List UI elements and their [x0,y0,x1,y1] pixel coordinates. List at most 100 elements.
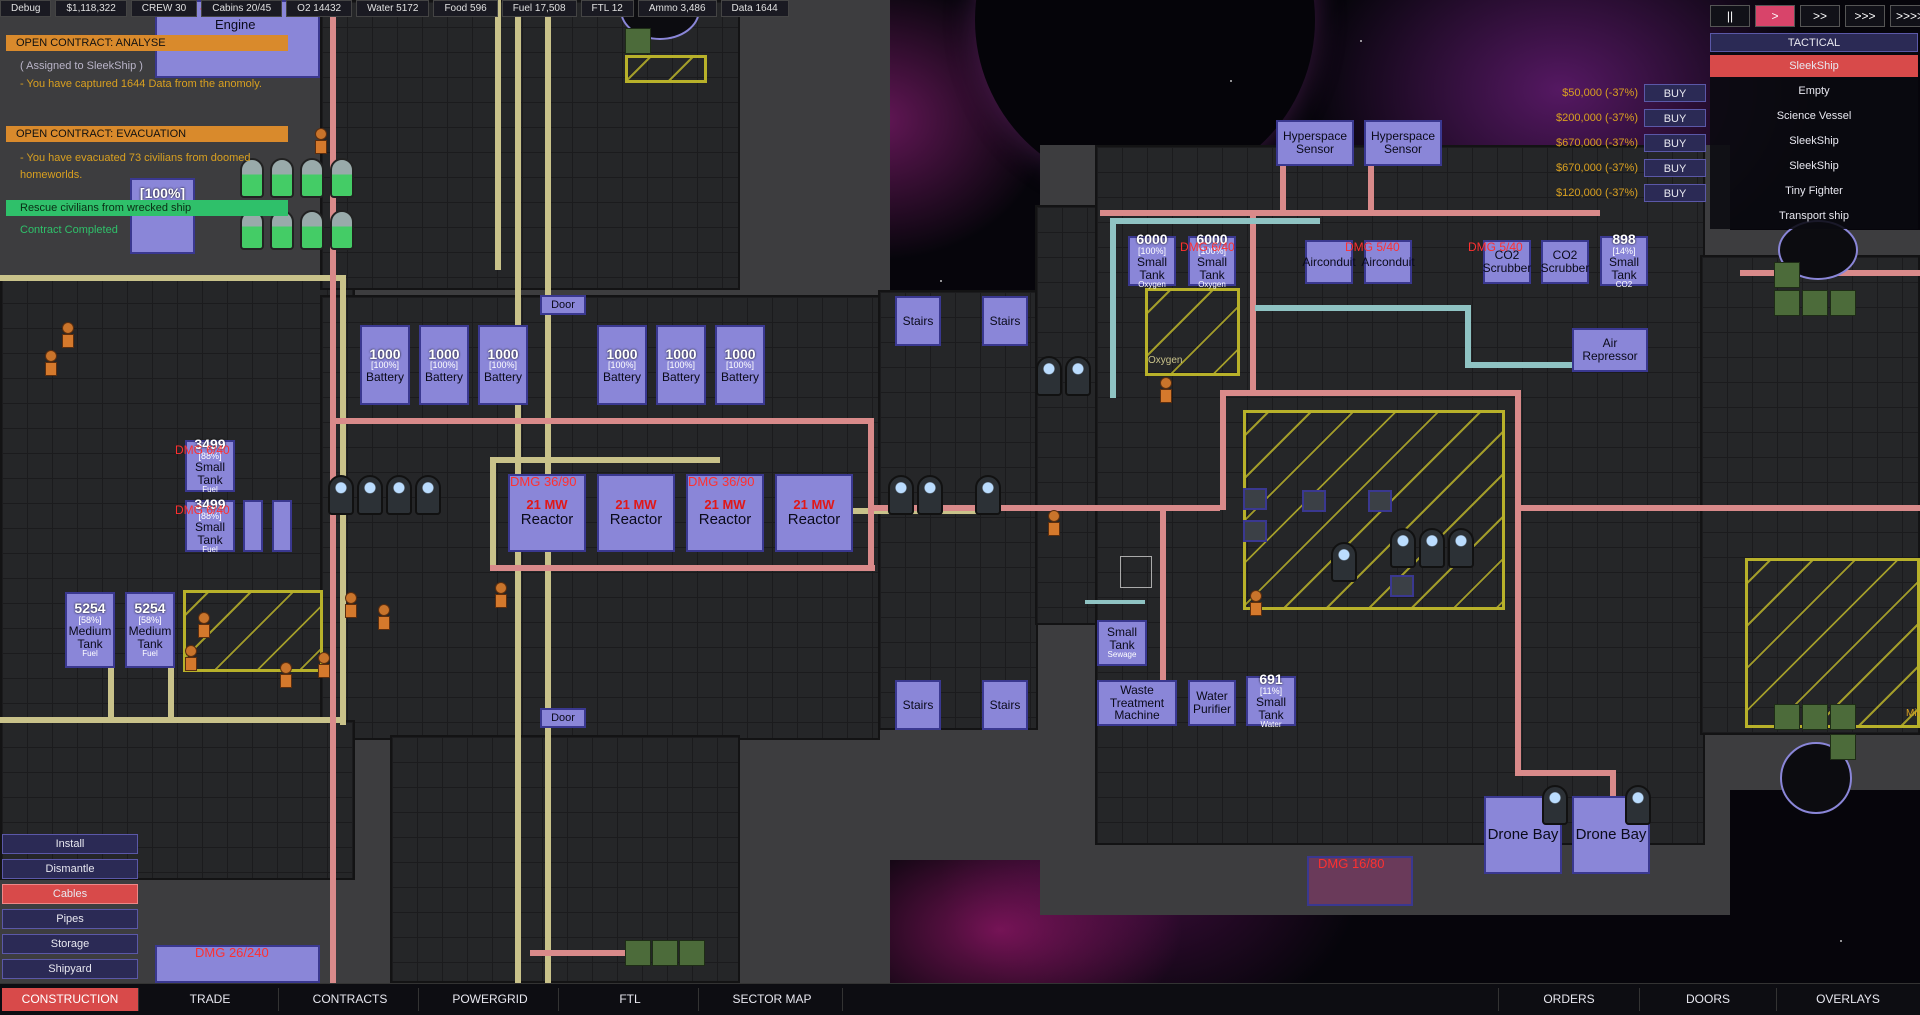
turret[interactable] [1065,356,1091,396]
storage-crate[interactable] [1830,290,1856,316]
turret[interactable] [917,475,943,515]
speed-3-button[interactable]: >>> [1845,5,1885,27]
tab-doors[interactable]: DOORS [1640,988,1777,1011]
buy-button[interactable]: BUY [1644,84,1706,102]
storage-hatch[interactable] [1145,288,1240,376]
cryo-pod[interactable] [270,210,294,250]
computer-terminal[interactable] [1302,490,1326,512]
storage-hatch[interactable] [625,55,707,83]
stairs[interactable]: Stairs [982,296,1028,346]
contract-header[interactable]: Rescue civilians from wrecked ship [6,200,288,216]
cryo-pod[interactable] [330,210,354,250]
tactical-item[interactable]: Tiny Fighter [1785,185,1843,197]
computer-terminal[interactable] [1243,520,1267,542]
storage-button[interactable]: Storage [2,934,138,954]
tactical-item[interactable]: Transport ship [1779,210,1849,222]
stairs[interactable]: Stairs [895,680,941,730]
storage-crate[interactable] [679,940,705,966]
cryo-pod[interactable] [330,158,354,198]
turret[interactable] [1419,528,1445,568]
battery[interactable]: 1000 [100%] Battery [478,325,528,405]
computer-terminal[interactable] [1390,575,1414,597]
cryo-pod[interactable] [240,210,264,250]
cables-button[interactable]: Cables [2,884,138,904]
tab-construction[interactable]: CONSTRUCTION [2,988,139,1011]
buy-button[interactable]: BUY [1644,184,1706,202]
crew-member[interactable] [495,582,507,608]
tab-sector-map[interactable]: SECTOR MAP [702,988,843,1011]
dismantle-button[interactable]: Dismantle [2,859,138,879]
tab-trade[interactable]: TRADE [142,988,279,1011]
hyperspace-sensor[interactable]: Hyperspace Sensor [1364,120,1442,166]
airconduit[interactable]: Airconduit [1361,240,1415,284]
buy-button[interactable]: BUY [1644,134,1706,152]
turret[interactable] [1542,785,1568,825]
medium-fuel-tank[interactable]: 5254 [58%] Medium Tank Fuel [65,592,115,668]
turret[interactable] [975,475,1001,515]
storage-crate[interactable] [625,28,651,54]
cryo-chamber[interactable]: [100%] [130,178,195,254]
speed-2-button[interactable]: >> [1800,5,1840,27]
tactical-item[interactable]: Empty [1798,85,1830,97]
storage-crate[interactable] [625,940,651,966]
airconduit[interactable]: Airconduit [1302,240,1356,284]
door[interactable]: Door [540,295,586,315]
crew-member[interactable] [315,128,327,154]
tactical-item[interactable]: SleekShip [1789,135,1839,147]
tab-overlays[interactable]: OVERLAYS [1816,992,1880,1006]
crew-member[interactable] [378,604,390,630]
fuel-valve[interactable] [272,500,292,552]
computer-terminal[interactable] [1243,488,1267,510]
engine-module-south[interactable] [155,945,320,983]
small-fuel-tank[interactable]: 3499 [88%] Small Tank Fuel [185,497,235,554]
tactical-item[interactable]: SleekShip [1710,55,1918,77]
turret[interactable] [1331,542,1357,582]
turret[interactable] [1448,528,1474,568]
small-sewage-tank[interactable]: Small Tank Sewage [1097,620,1147,666]
fuel-valve[interactable] [243,500,263,552]
storage-crate[interactable] [1830,734,1856,760]
crew-member[interactable] [45,350,57,376]
turret[interactable] [328,475,354,515]
tactical-item[interactable]: Science Vessel [1776,110,1852,122]
crew-member[interactable] [1048,510,1060,536]
small-water-tank[interactable]: 691 [11%] Small Tank Water [1246,672,1296,729]
cryo-pod[interactable] [300,210,324,250]
pipes-button[interactable]: Pipes [2,909,138,929]
co2-scrubber[interactable]: CO2 Scrubber [1541,240,1589,284]
storage-crate[interactable] [1830,704,1856,730]
small-co2-tank[interactable]: 898 [14%] Small Tank CO2 [1600,232,1648,289]
crew-member[interactable] [62,322,74,348]
door[interactable]: Door [540,708,586,728]
storage-crate[interactable] [1802,290,1828,316]
reactor[interactable]: 21 MW Reactor [597,474,675,552]
battery[interactable]: 1000 [100%] Battery [360,325,410,405]
stairs[interactable]: Stairs [982,680,1028,730]
small-oxygen-tank[interactable]: 6000 [100%] Small Tank Oxygen [1128,232,1176,289]
battery[interactable]: 1000 [100%] Battery [597,325,647,405]
turret[interactable] [1036,356,1062,396]
water-purifier[interactable]: Water Purifier [1188,680,1236,726]
turret[interactable] [357,475,383,515]
air-repressor[interactable]: Air Repressor [1572,328,1648,372]
cryo-pod[interactable] [300,158,324,198]
speed-1-button[interactable]: > [1755,5,1795,27]
crew-member[interactable] [345,592,357,618]
shipyard-button[interactable]: Shipyard [2,959,138,979]
crew-member[interactable] [185,645,197,671]
turret[interactable] [386,475,412,515]
battery[interactable]: 1000 [100%] Battery [419,325,469,405]
buy-button[interactable]: BUY [1644,109,1706,127]
turret[interactable] [1390,528,1416,568]
tab-ftl[interactable]: FTL [562,988,699,1011]
tab-contracts[interactable]: CONTRACTS [282,988,419,1011]
crew-member[interactable] [280,662,292,688]
reactor[interactable]: 21 MW Reactor [686,474,764,552]
contract-header[interactable]: OPEN CONTRACT: EVACUATION [6,126,288,142]
contract-header[interactable]: OPEN CONTRACT: ANALYSE [6,35,288,51]
reactor[interactable]: 21 MW Reactor [508,474,586,552]
storage-crate[interactable] [1774,704,1800,730]
storage-crate[interactable] [1802,704,1828,730]
crew-member[interactable] [1250,590,1262,616]
reactor[interactable]: 21 MW Reactor [775,474,853,552]
